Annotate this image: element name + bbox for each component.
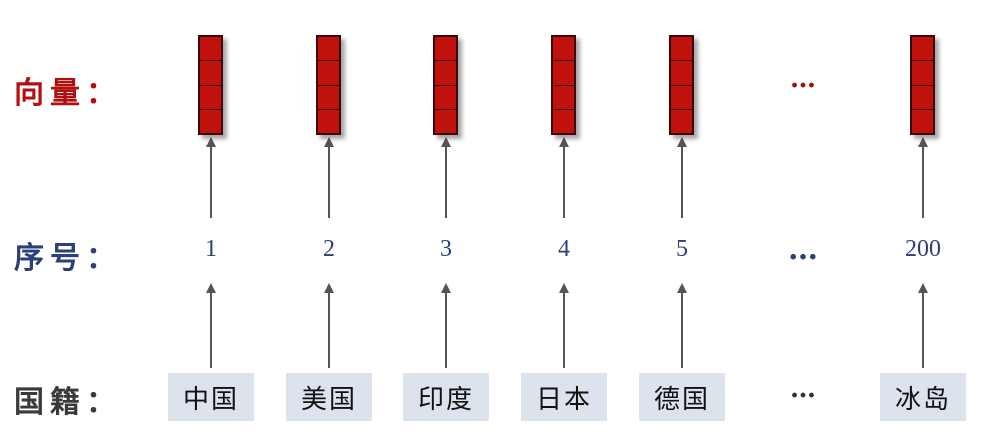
nationality-box-china: 中国	[168, 373, 254, 421]
vector-4	[551, 35, 576, 135]
nationality-row-label: 国籍：	[14, 385, 122, 420]
index-5: 5	[676, 236, 688, 262]
index-4: 4	[558, 236, 570, 262]
index-1: 1	[205, 236, 217, 262]
nationality-box-iceland: 冰岛	[880, 373, 966, 421]
nationality-box-usa: 美国	[286, 373, 372, 421]
vector-5	[669, 35, 694, 135]
vector-row-label: 向量：	[14, 76, 122, 111]
vector-1	[198, 35, 223, 135]
vector-3	[433, 35, 458, 135]
vector-2	[316, 35, 341, 135]
nationality-box-germany: 德国	[639, 373, 725, 421]
nationality-box-japan: 日本	[521, 373, 607, 421]
index-2: 2	[323, 236, 335, 262]
index-ellipsis: …	[788, 232, 818, 267]
index-3: 3	[440, 236, 452, 262]
nationality-ellipsis: …	[790, 374, 816, 404]
nationality-box-india: 印度	[403, 373, 489, 421]
vector-ellipsis: …	[790, 64, 816, 94]
index-row-label: 序号：	[14, 241, 122, 276]
index-200: 200	[905, 236, 941, 262]
vector-200	[910, 35, 935, 135]
